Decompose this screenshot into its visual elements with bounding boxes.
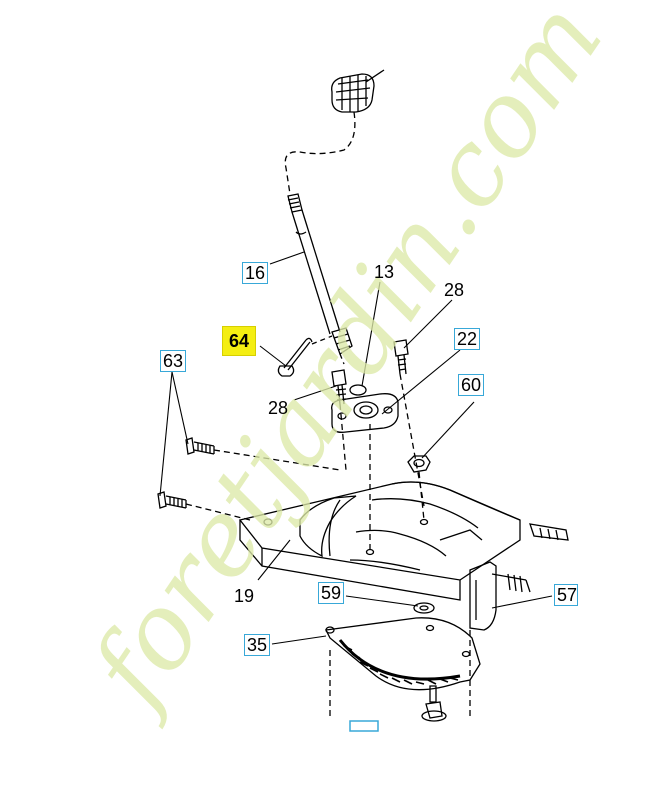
- part-callout-28-top: 28: [444, 280, 465, 300]
- leader-dash-pinion: [339, 353, 345, 365]
- bolt-right: [393, 339, 409, 375]
- washer-13: [349, 384, 367, 396]
- screw-63-lower: [157, 491, 187, 509]
- part-callout-59: 59: [318, 582, 345, 604]
- part-callout-60: 60: [458, 374, 485, 396]
- part-callout-64-highlighted: 64: [222, 326, 257, 356]
- cut-off-callout-box: [349, 720, 379, 732]
- part-callout-13: 13: [374, 262, 395, 282]
- nut-60: [407, 455, 431, 473]
- part-callout-28-left: 28: [268, 398, 289, 418]
- part-callout-22: 22: [454, 328, 481, 350]
- callout-leaders: [159, 251, 553, 645]
- part-callout-16: 16: [242, 262, 269, 284]
- pin-part: [277, 337, 313, 377]
- part-callout-57: 57: [554, 584, 578, 606]
- steering-gear-top: [331, 69, 385, 113]
- steering-shaft: [287, 193, 353, 355]
- part-callout-63: 63: [160, 350, 187, 372]
- side-clip: [469, 523, 569, 631]
- washer-59-hole: [419, 605, 429, 611]
- leader-dash-top: [284, 111, 356, 195]
- bearing-plate: [331, 393, 399, 433]
- assembly-dashes: [185, 373, 471, 720]
- part-callout-35: 35: [244, 634, 271, 656]
- bracket-plate: [238, 481, 521, 601]
- washer-59: [413, 602, 435, 614]
- leader-dash-pin: [311, 335, 333, 345]
- part-callout-19: 19: [234, 586, 255, 606]
- bolt-bottom: [421, 685, 447, 722]
- screw-63-upper: [185, 437, 215, 455]
- sector-gear: [325, 617, 481, 691]
